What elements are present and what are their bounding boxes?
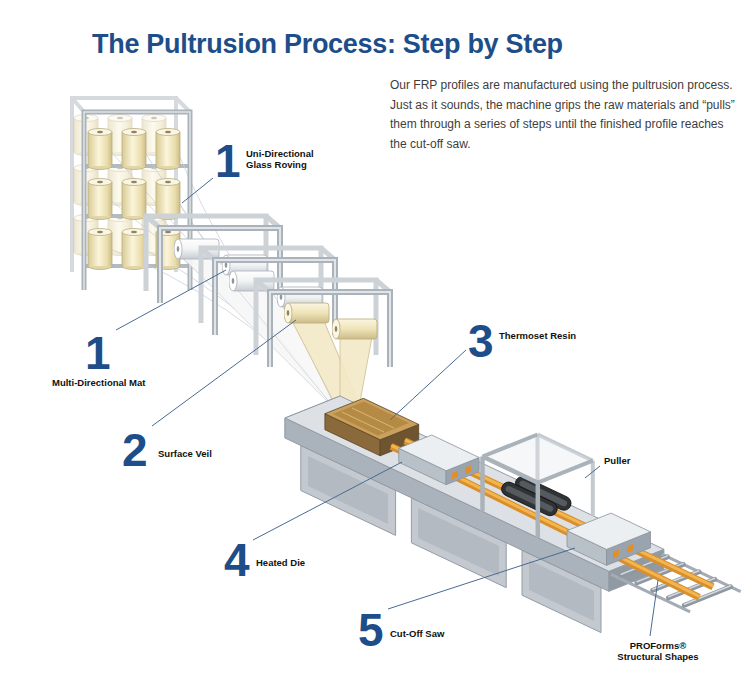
roving-creel (122, 229, 146, 270)
part-label: Surface Veil (158, 448, 212, 459)
heated-die (452, 471, 458, 480)
roving-creel (88, 129, 112, 170)
roving-creel (156, 179, 180, 220)
resin-bath (333, 402, 409, 436)
puller (505, 485, 555, 513)
roving-creel (156, 129, 180, 170)
callout-number: 4 (224, 537, 250, 583)
intro-text: Our FRP profiles are manufactured using … (390, 76, 735, 154)
mat-frame (215, 260, 335, 335)
leader-line (182, 178, 213, 203)
roving-creel (84, 112, 190, 290)
resin-bath (342, 412, 384, 432)
mat-frame (160, 228, 280, 303)
veil-frame (270, 292, 390, 367)
machine-bed (285, 396, 664, 633)
part-label: Thermoset Resin (499, 330, 576, 341)
callout-number: 3 (468, 318, 494, 364)
puller (480, 457, 485, 512)
part-label: Uni-Directional Glass Roving (246, 148, 334, 171)
puller (538, 461, 593, 483)
veil-frame (270, 292, 390, 367)
puller (591, 461, 595, 516)
veil-frame (332, 319, 377, 339)
resin-bath (352, 408, 394, 428)
leader-line (116, 178, 658, 636)
cut-off-saw (567, 513, 651, 549)
roving-creel (84, 112, 190, 290)
roving-creel (122, 179, 146, 220)
part-label: Puller (604, 455, 630, 466)
roving-creel (88, 179, 112, 220)
puller (499, 480, 559, 518)
mat-frame (160, 228, 280, 303)
cut-off-saw (567, 513, 651, 565)
callout-number: 1 (85, 330, 111, 376)
part-label: Heated Die (256, 557, 305, 568)
leader-line (650, 580, 658, 636)
machine-bed (285, 418, 609, 591)
cut-off-saw (627, 544, 633, 553)
puller (483, 435, 538, 457)
leader-line (253, 462, 402, 540)
fiber-profile (454, 475, 699, 596)
heated-die (399, 435, 479, 485)
leader-line (152, 320, 296, 426)
callout-number: 1 (215, 138, 241, 184)
resin-bath (325, 398, 419, 440)
leader-line (388, 548, 575, 609)
leader-line (585, 466, 600, 478)
fiber-profile (454, 476, 699, 597)
callout-number: 5 (358, 607, 384, 653)
fiber-profile (468, 470, 713, 586)
heated-die (465, 465, 471, 474)
cut-off-saw (613, 550, 619, 559)
heated-die (399, 435, 479, 471)
roving-creel (122, 129, 146, 170)
mat-frame (215, 260, 335, 335)
puller (483, 457, 538, 483)
title: The Pultrusion Process: Step by Step (92, 30, 563, 60)
part-label: Cut-Off Saw (390, 628, 444, 639)
puller (536, 483, 541, 538)
fiber-profile (468, 471, 713, 587)
part-label: Multi-Directional Mat (52, 377, 145, 388)
veil-frame (256, 280, 390, 367)
puller (483, 435, 593, 538)
puller (483, 435, 593, 483)
roving-creel (88, 229, 112, 270)
leader-line (390, 350, 466, 420)
veil-frame (284, 303, 329, 323)
puller (499, 480, 559, 518)
callout-number: 2 (122, 427, 148, 473)
leader-line (116, 270, 226, 330)
part-label: PROForms® Structural Shapes (612, 640, 704, 663)
